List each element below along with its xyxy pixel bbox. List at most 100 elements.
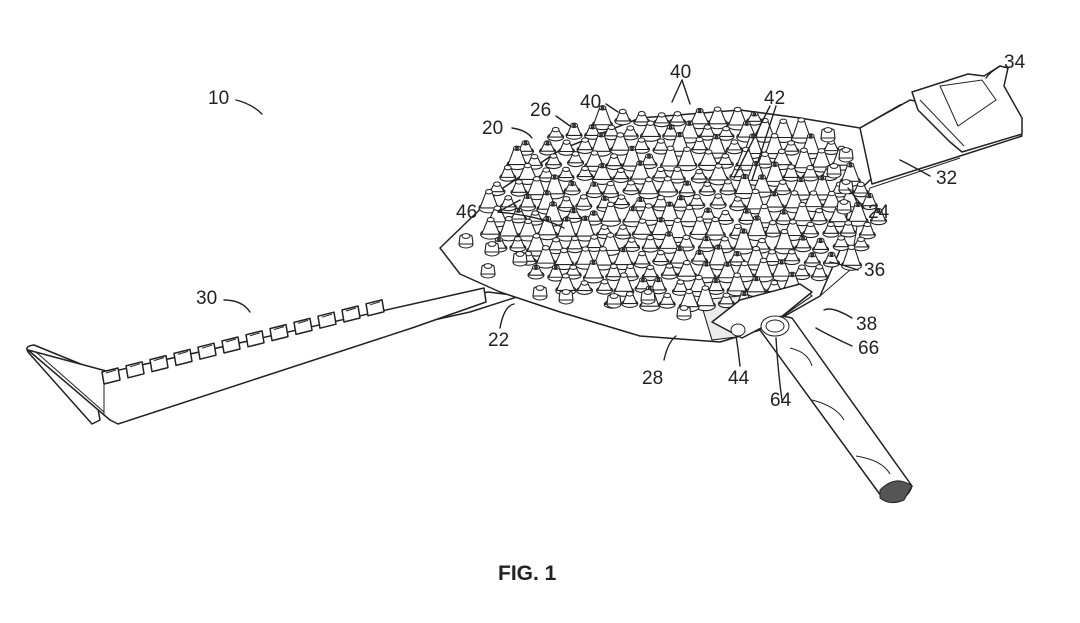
cone-nodule	[591, 163, 613, 185]
round-nodule	[547, 126, 565, 142]
round-nodule	[756, 151, 774, 169]
round-nodule	[858, 221, 876, 240]
label-44: 44	[728, 368, 750, 389]
label-22: 22	[488, 330, 509, 351]
round-nodule	[869, 207, 888, 226]
label-64: 64	[770, 390, 792, 411]
round-nodule	[801, 164, 819, 182]
round-nodule	[509, 207, 528, 224]
leader-lines	[223, 65, 1001, 401]
round-nodule	[652, 138, 670, 155]
strap-slot	[125, 361, 145, 379]
round-nodule	[660, 263, 678, 280]
strap-slot	[149, 354, 169, 373]
round-nodule	[717, 292, 736, 309]
cone-nodule	[582, 259, 605, 284]
label-40-b: 40	[670, 62, 691, 83]
round-nodule	[634, 277, 652, 294]
round-nodule	[690, 136, 709, 155]
round-nodule	[707, 277, 725, 295]
round-nodule	[802, 221, 820, 239]
round-nodule	[662, 124, 680, 141]
round-nodule	[488, 181, 506, 197]
figure-caption: FIG. 1	[498, 562, 557, 585]
cone-nodule	[526, 176, 548, 201]
round-nodule	[622, 180, 640, 196]
label-30: 30	[196, 288, 217, 309]
round-nodule	[602, 124, 621, 141]
round-nodule	[698, 181, 716, 197]
label-34: 34	[1004, 52, 1026, 73]
cone-nodule	[480, 217, 502, 240]
round-nodule	[565, 207, 583, 223]
round-nodule	[810, 207, 828, 226]
round-nodule	[512, 251, 528, 267]
round-nodule	[672, 195, 690, 212]
label-10: 10	[208, 88, 229, 109]
strap-slot	[365, 299, 385, 317]
round-nodule	[832, 235, 850, 252]
round-nodule	[783, 249, 801, 266]
round-nodule	[820, 127, 836, 143]
round-nodule	[558, 289, 574, 305]
strap-slot	[269, 323, 289, 342]
round-nodule	[602, 180, 620, 199]
cone-nodule	[708, 163, 730, 186]
round-nodule	[782, 140, 800, 156]
nodules	[458, 105, 888, 321]
round-nodule	[852, 181, 870, 198]
strap-slot	[173, 348, 193, 367]
label-32: 32	[936, 168, 957, 189]
round-nodule	[633, 250, 651, 269]
round-nodule	[606, 293, 622, 309]
label-42: 42	[764, 88, 785, 109]
round-nodule	[826, 163, 842, 179]
round-nodule	[678, 180, 696, 198]
round-nodule	[510, 179, 528, 197]
strap-slot	[101, 367, 121, 385]
round-nodule	[652, 194, 670, 212]
round-nodule	[698, 124, 717, 141]
round-nodule	[838, 179, 854, 195]
round-nodule	[719, 179, 737, 196]
round-nodule	[774, 179, 792, 196]
round-nodule	[729, 196, 747, 212]
round-nodule	[641, 234, 659, 253]
strap-slot	[293, 317, 313, 336]
round-nodule	[860, 192, 878, 211]
round-nodule	[677, 234, 695, 252]
round-nodule	[499, 164, 517, 182]
cone-nodule	[840, 244, 863, 271]
round-nodule	[484, 241, 500, 257]
round-nodule	[803, 252, 821, 268]
round-nodule	[690, 168, 708, 184]
round-nodule	[532, 285, 548, 301]
round-nodule	[612, 167, 630, 184]
cone-nodule	[506, 145, 528, 171]
cone-nodule	[638, 176, 660, 200]
round-nodule	[640, 289, 656, 305]
leader-10	[235, 99, 263, 115]
cone-nodule	[553, 247, 575, 271]
round-nodule	[838, 147, 854, 163]
round-nodule	[575, 194, 593, 211]
round-nodule	[668, 166, 686, 184]
round-nodule	[709, 193, 727, 210]
round-nodule	[576, 137, 594, 155]
cone-nodule	[609, 132, 631, 156]
cone-nodule	[535, 245, 557, 269]
round-nodule	[812, 237, 830, 254]
cone-nodule	[600, 201, 622, 227]
round-nodule	[557, 166, 575, 182]
round-nodule	[782, 164, 800, 182]
round-nodule	[567, 151, 585, 168]
round-nodule	[697, 235, 715, 253]
round-nodule	[836, 199, 852, 215]
round-nodule	[621, 125, 639, 141]
cone-nodule	[498, 216, 520, 242]
label-38: 38	[856, 314, 877, 335]
round-nodule	[621, 291, 639, 308]
cone-nodule	[676, 146, 698, 172]
round-nodule	[566, 235, 584, 254]
round-nodule	[793, 264, 811, 281]
